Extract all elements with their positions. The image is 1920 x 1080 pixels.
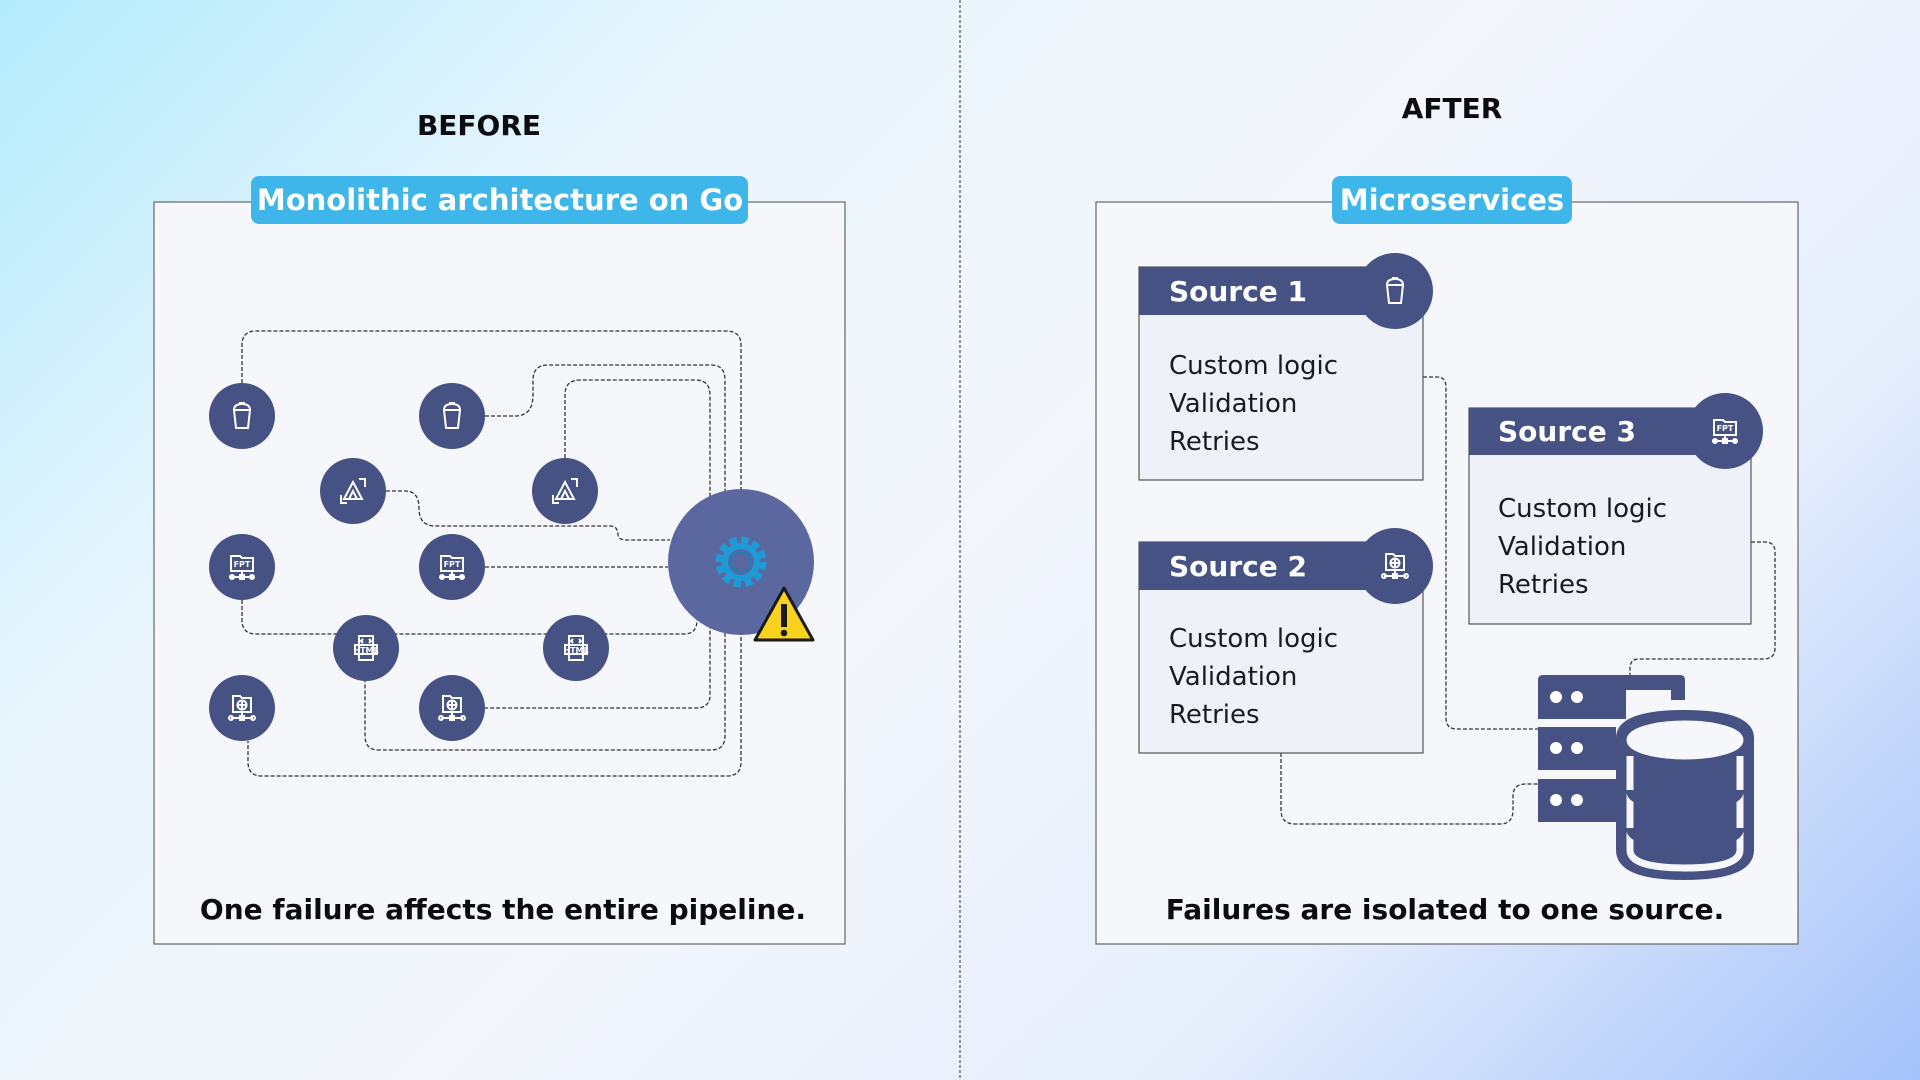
source-title: Source 2 (1169, 550, 1307, 583)
node-drive-2 (532, 458, 598, 524)
source-nodes: FPT FPT HTML HTML (209, 383, 609, 741)
node-web-2 (419, 675, 485, 741)
html-icon-label: HTML (563, 646, 588, 655)
before-heading: BEFORE (417, 109, 541, 142)
source-item: Retries (1169, 427, 1260, 457)
node-drive-1 (320, 458, 386, 524)
source-item: Retries (1498, 570, 1589, 600)
monolith-pill-label: Monolithic architecture on Go (257, 183, 743, 217)
node-web-1 (209, 675, 275, 741)
source-title: Source 3 (1498, 415, 1636, 448)
ftp-icon-label: FPT (234, 560, 251, 569)
source-item: Validation (1169, 389, 1297, 419)
before-section: BEFORE Monolithic architecture on Go FPT… (153, 109, 846, 945)
source-item: Custom logic (1169, 624, 1338, 654)
html-icon-label: HTML (353, 646, 378, 655)
microservices-pill-label: Microservices (1340, 183, 1564, 217)
node-ftp-2: FPT (419, 534, 485, 600)
after-section: AFTER Microservices Source 1 Custom logi… (1095, 92, 1799, 945)
monolith-pill (251, 176, 748, 224)
ftp-icon-label: FPT (444, 560, 461, 569)
source-item: Custom logic (1169, 351, 1338, 381)
before-caption: One failure affects the entire pipeline. (200, 893, 806, 926)
ftp-icon-label: FPT (1717, 424, 1734, 433)
database-icon (1538, 675, 1754, 880)
source-item: Validation (1498, 532, 1626, 562)
source-item: Retries (1169, 700, 1260, 730)
web-server-icon (228, 695, 256, 721)
node-bucket-2 (419, 383, 485, 449)
node-html-2: HTML (543, 615, 609, 681)
connections (1280, 376, 1776, 825)
source-title: Source 1 (1169, 275, 1307, 308)
node-html-1: HTML (333, 615, 399, 681)
gear-icon (715, 536, 767, 588)
monolith-core (668, 489, 815, 642)
warning-icon (753, 586, 815, 642)
source-card-3: FPT Source 3 Custom logic Validation Ret… (1468, 393, 1763, 625)
source-card-1: Source 1 Custom logic Validation Retries (1138, 253, 1433, 481)
source-item: Custom logic (1498, 494, 1667, 524)
web-server-icon (1381, 553, 1409, 579)
after-heading: AFTER (1402, 92, 1503, 125)
web-server-icon (438, 695, 466, 721)
node-ftp-1: FPT (209, 534, 275, 600)
source-card-2: Source 2 Custom logic Validation Retries (1138, 528, 1433, 754)
after-caption: Failures are isolated to one source. (1166, 893, 1724, 926)
source-item: Validation (1169, 662, 1297, 692)
node-bucket-1 (209, 383, 275, 449)
microservices-pill (1332, 176, 1572, 224)
